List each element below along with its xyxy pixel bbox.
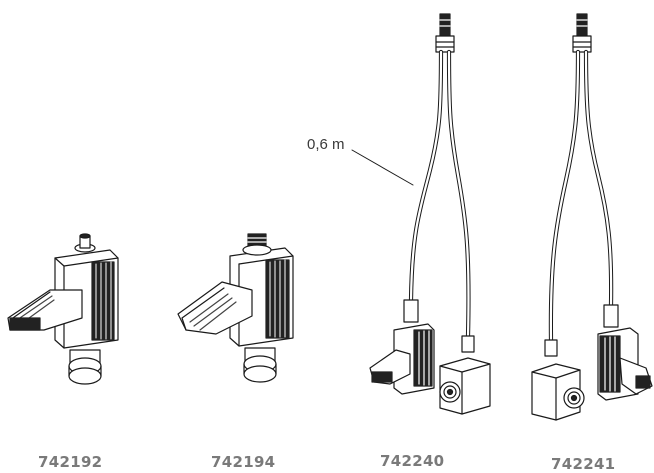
product-code-742240: 742240 — [380, 452, 445, 470]
device-742241 — [531, 13, 653, 421]
cable-length-leader — [351, 149, 414, 186]
device-742194 — [177, 233, 294, 383]
device-742240 — [369, 13, 491, 415]
product-code-742194: 742194 — [211, 453, 276, 471]
product-code-742241: 742241 — [551, 455, 616, 473]
product-code-742192: 742192 — [38, 453, 103, 471]
device-742192 — [7, 233, 119, 385]
cable-length-annotation: 0,6 m — [307, 136, 345, 153]
